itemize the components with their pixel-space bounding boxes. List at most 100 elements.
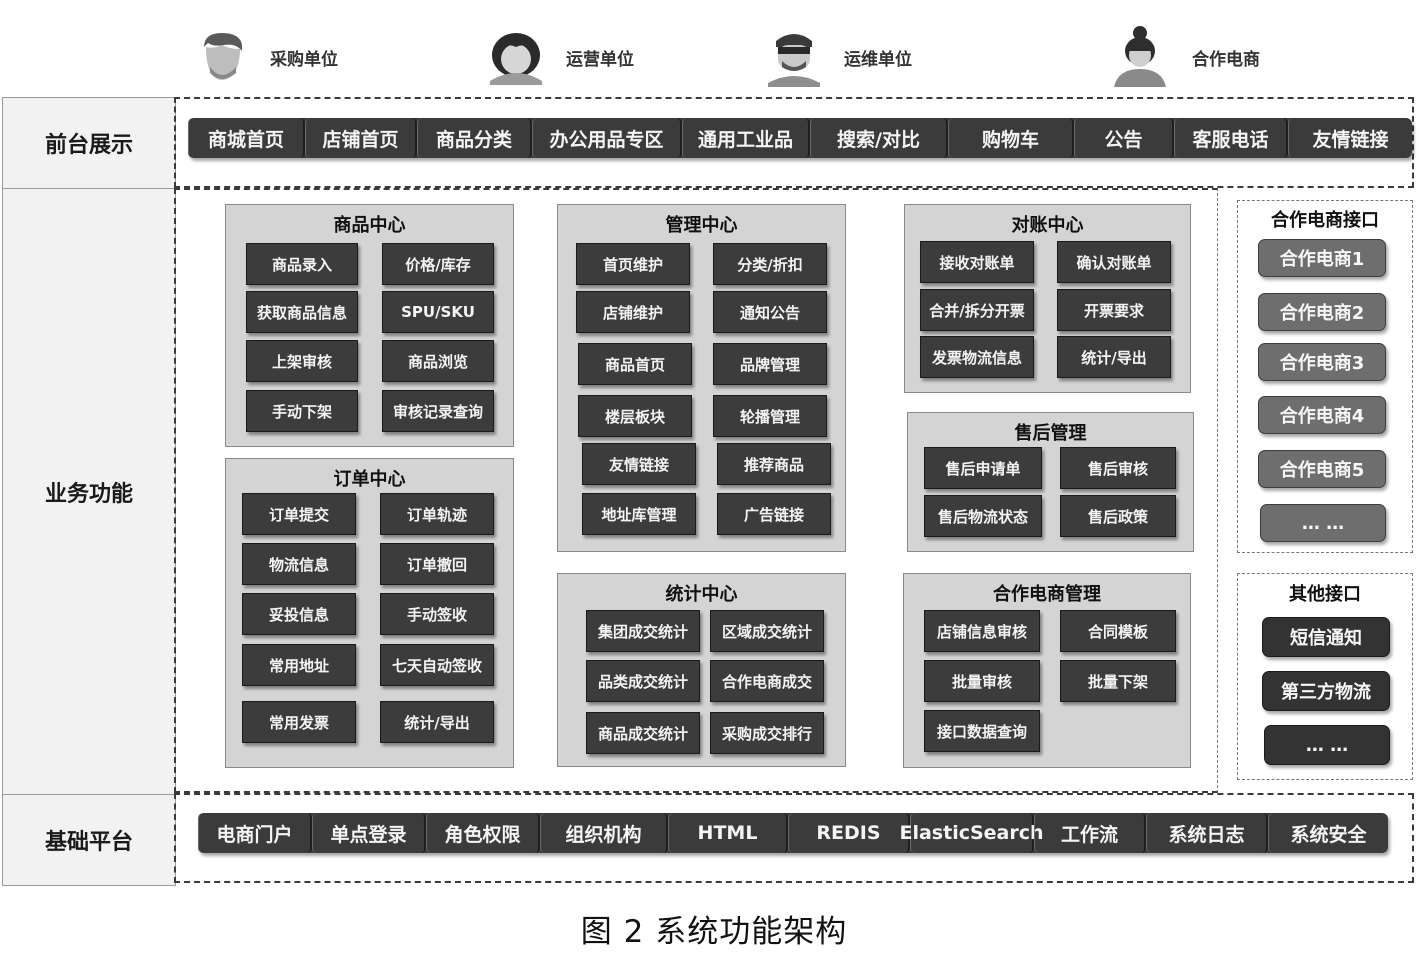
- module-title: 售后管理: [1014, 423, 1087, 444]
- order-item[interactable]: 妥投信息: [242, 593, 356, 635]
- partner-manage-item[interactable]: 批量审核: [924, 660, 1040, 702]
- goods-item[interactable]: 商品录入: [246, 243, 358, 285]
- nav-industrial[interactable]: 通用工业品: [682, 118, 810, 158]
- order-center: 订单中心 订单提交 订单轨迹 物流信息 订单撤回 妥投信息 手动签收 常用地址 …: [225, 458, 514, 768]
- figure-caption: 图 2 系统功能架构: [580, 914, 848, 950]
- recon-item[interactable]: 发票物流信息: [920, 336, 1034, 378]
- goods-center: 商品中心 商品录入 价格/库存 获取商品信息 SPU/SKU 上架审核 商品浏览…: [225, 204, 514, 447]
- platform-item[interactable]: REDIS: [788, 813, 910, 853]
- stats-item[interactable]: 商品成交统计: [586, 712, 700, 754]
- module-title: 管理中心: [665, 215, 738, 236]
- stats-item[interactable]: 采购成交排行: [710, 712, 824, 754]
- manage-item[interactable]: 广告链接: [717, 493, 831, 535]
- manage-item[interactable]: 品牌管理: [713, 343, 827, 385]
- goods-item[interactable]: 获取商品信息: [246, 291, 358, 333]
- platform-item[interactable]: 角色权限: [426, 813, 540, 853]
- recon-item[interactable]: 合并/拆分开票: [920, 289, 1034, 331]
- role-label: 采购单位: [270, 49, 338, 70]
- platform-item[interactable]: 系统日志: [1146, 813, 1268, 853]
- stats-item[interactable]: 集团成交统计: [586, 610, 700, 652]
- manage-item[interactable]: 友情链接: [582, 443, 696, 485]
- nav-search-compare[interactable]: 搜索/对比: [810, 118, 948, 158]
- order-item[interactable]: 常用地址: [242, 644, 356, 686]
- other-api-item[interactable]: 短信通知: [1262, 617, 1390, 657]
- partner-manage-item[interactable]: 合同模板: [1060, 610, 1176, 652]
- aftersale-item[interactable]: 售后申请单: [924, 447, 1042, 489]
- manage-item[interactable]: 店铺维护: [576, 291, 690, 333]
- order-item[interactable]: 常用发票: [242, 701, 356, 743]
- order-item[interactable]: 手动签收: [380, 593, 494, 635]
- platform-item[interactable]: 组织机构: [540, 813, 668, 853]
- order-item[interactable]: 订单撤回: [380, 543, 494, 585]
- nav-announcement[interactable]: 公告: [1074, 118, 1174, 158]
- nav-service-phone[interactable]: 客服电话: [1174, 118, 1288, 158]
- nav-shop-home[interactable]: 店铺首页: [305, 118, 417, 158]
- order-item[interactable]: 统计/导出: [380, 701, 494, 743]
- platform-item[interactable]: 电商门户: [198, 813, 312, 853]
- recon-item[interactable]: 接收对账单: [920, 241, 1034, 283]
- role-label: 运维单位: [844, 49, 912, 70]
- partner-manage-item[interactable]: 批量下架: [1060, 660, 1176, 702]
- buyer-avatar-icon: [204, 33, 242, 80]
- platform-item[interactable]: 系统安全: [1268, 813, 1388, 853]
- partner-api-item[interactable]: 合作电商2: [1258, 293, 1386, 331]
- manage-item[interactable]: 分类/折扣: [713, 243, 827, 285]
- stats-item[interactable]: 合作电商成交: [710, 660, 824, 702]
- reconciliation-center: 对账中心 接收对账单 确认对账单 合并/拆分开票 开票要求 发票物流信息 统计/…: [904, 204, 1191, 393]
- recon-item[interactable]: 确认对账单: [1057, 241, 1171, 283]
- manage-item[interactable]: 楼层板块: [578, 395, 692, 437]
- order-item[interactable]: 订单轨迹: [380, 493, 494, 535]
- manage-item[interactable]: 首页维护: [576, 243, 690, 285]
- aftersale-item[interactable]: 售后物流状态: [924, 495, 1042, 537]
- aftersale-item[interactable]: 售后政策: [1060, 495, 1176, 537]
- nav-home[interactable]: 商城首页: [188, 118, 305, 158]
- nav-friend-links[interactable]: 友情链接: [1288, 118, 1412, 158]
- aftersale-item[interactable]: 售后审核: [1060, 447, 1176, 489]
- recon-item[interactable]: 开票要求: [1057, 289, 1171, 331]
- goods-item[interactable]: 上架审核: [246, 340, 358, 382]
- partner-api-more[interactable]: … …: [1260, 504, 1386, 542]
- partner-manage-item[interactable]: 接口数据查询: [924, 710, 1040, 752]
- role-label: 运营单位: [566, 49, 634, 70]
- nav-categories[interactable]: 商品分类: [417, 118, 532, 158]
- stats-item[interactable]: 品类成交统计: [586, 660, 700, 702]
- other-api-item[interactable]: 第三方物流: [1262, 671, 1390, 711]
- other-api-more[interactable]: … …: [1264, 725, 1390, 765]
- goods-item[interactable]: 商品浏览: [382, 340, 494, 382]
- operator-avatar-icon: [490, 33, 542, 85]
- business-frame: [174, 188, 1218, 793]
- manage-item[interactable]: 轮播管理: [713, 395, 827, 437]
- partner-api-item[interactable]: 合作电商3: [1258, 343, 1386, 381]
- module-title: 合作电商管理: [993, 584, 1101, 605]
- other-api-title: 其他接口: [1289, 584, 1361, 605]
- order-item[interactable]: 七天自动签收: [380, 644, 494, 686]
- maintainer-avatar-icon: [768, 34, 820, 87]
- goods-item[interactable]: 审核记录查询: [382, 390, 494, 432]
- platform-item[interactable]: 工作流: [1034, 813, 1146, 853]
- partner-api-item[interactable]: 合作电商1: [1258, 239, 1386, 277]
- platform-item[interactable]: ElasticSearch: [899, 813, 1044, 853]
- order-item[interactable]: 物流信息: [242, 543, 356, 585]
- partner-api-item[interactable]: 合作电商5: [1258, 450, 1386, 488]
- recon-item[interactable]: 统计/导出: [1057, 336, 1171, 378]
- manage-item[interactable]: 推荐商品: [717, 443, 831, 485]
- row-label-platform: 基础平台: [2, 794, 176, 886]
- goods-item[interactable]: SPU/SKU: [382, 291, 494, 333]
- partner-manage-item[interactable]: 店铺信息审核: [924, 610, 1040, 652]
- nav-office-supplies[interactable]: 办公用品专区: [532, 118, 682, 158]
- row-label-business: 业务功能: [2, 188, 176, 795]
- order-item[interactable]: 订单提交: [242, 493, 356, 535]
- other-api-frame: [1237, 573, 1413, 780]
- partner-manage: 合作电商管理 店铺信息审核 合同模板 批量审核 批量下架 接口数据查询: [903, 573, 1191, 768]
- goods-item[interactable]: 手动下架: [246, 390, 358, 432]
- manage-item[interactable]: 通知公告: [713, 291, 827, 333]
- manage-item[interactable]: 地址库管理: [582, 493, 696, 535]
- platform-item[interactable]: 单点登录: [312, 813, 426, 853]
- manage-item[interactable]: 商品首页: [578, 343, 692, 385]
- role-operator: 运营单位: [488, 22, 634, 92]
- partner-api-item[interactable]: 合作电商4: [1258, 396, 1386, 434]
- stats-item[interactable]: 区域成交统计: [710, 610, 824, 652]
- platform-item[interactable]: HTML: [668, 813, 788, 853]
- nav-cart[interactable]: 购物车: [948, 118, 1074, 158]
- goods-item[interactable]: 价格/库存: [382, 243, 494, 285]
